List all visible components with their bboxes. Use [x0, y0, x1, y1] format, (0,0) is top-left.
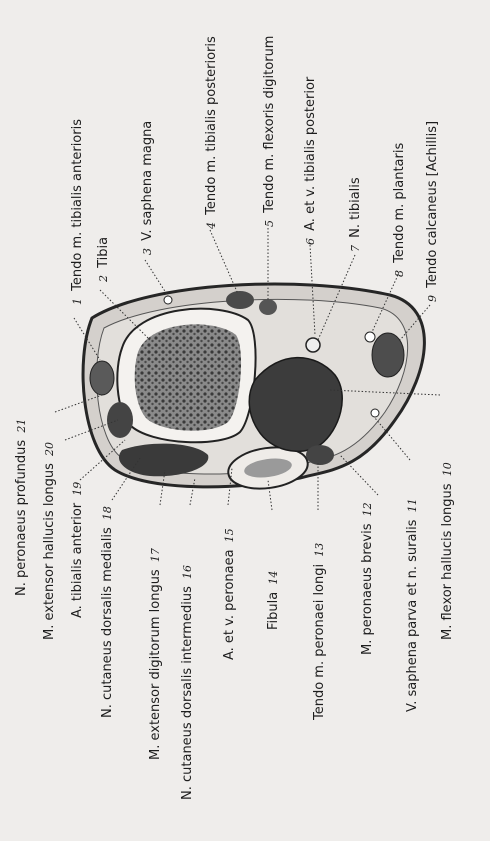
label-15-num: 15 [223, 528, 236, 542]
label-21-num: 21 [15, 419, 28, 433]
tibial-nerve [306, 338, 320, 352]
tibialis-posterior-tendon [226, 291, 254, 309]
label-13-text: Tendo m. peronaei longi [312, 564, 327, 720]
achilles-tendon [372, 333, 404, 377]
label-14-num: 14 [267, 571, 280, 585]
label-1: 1 Tendo m. tibialis anterioris [70, 119, 85, 308]
label-10-num: 10 [441, 462, 454, 476]
label-16-num: 16 [181, 565, 194, 579]
label-3-num: 3 [141, 248, 154, 255]
saphena-parva [371, 409, 379, 417]
label-4-num: 4 [205, 222, 218, 229]
flexor-digitorum-tendon [259, 299, 277, 315]
label-18-text: N. cutaneus dorsalis medialis [100, 527, 115, 718]
label-6: 6 A. et v. tibialis posterior [303, 77, 318, 248]
label-3: 3 V. saphena magna [140, 121, 155, 258]
label-1-num: 1 [71, 298, 84, 305]
label-17-text: M. extensor digitorum longus [148, 569, 163, 760]
extensor-hallucis-muscle [107, 402, 133, 438]
label-19-num: 19 [71, 482, 84, 496]
label-15: A. et v. peronaea 15 [222, 525, 237, 660]
label-14-text: Fibula [266, 592, 281, 630]
label-2-num: 2 [97, 275, 110, 282]
label-14: Fibula 14 [266, 568, 281, 630]
tibia-marrow [135, 324, 241, 430]
label-4-text: Tendo m. tibialis posterioris [204, 36, 219, 215]
label-8: 8 Tendo m. plantaris [392, 143, 407, 280]
label-12-num: 12 [361, 502, 374, 516]
label-20: M. extensor hallucis longus 20 [42, 439, 57, 640]
label-17: M. extensor digitorum longus 17 [148, 545, 163, 760]
label-17-num: 17 [149, 548, 162, 562]
label-20-num: 20 [43, 442, 56, 456]
label-7-text: N. tibialis [348, 177, 363, 238]
label-6-num: 6 [304, 238, 317, 245]
label-6-text: A. et v. tibialis posterior [303, 77, 318, 231]
label-16: N. cutaneus dorsalis intermedius 16 [180, 562, 195, 800]
label-16-text: N. cutaneus dorsalis intermedius [180, 586, 195, 800]
plantaris-tendon [365, 332, 375, 342]
label-20-text: M. extensor hallucis longus [42, 463, 57, 640]
label-8-text: Tendo m. plantaris [392, 143, 407, 263]
label-11: V. saphena parva et n. suralis 11 [405, 495, 420, 712]
label-21-text: N. peronaeus profundus [14, 440, 29, 596]
tibialis-anterior-tendon [90, 361, 114, 395]
label-18-num: 18 [101, 506, 114, 520]
label-9: 9 Tendo calcaneus [Achillis] [425, 121, 440, 305]
label-19-text: A. tibialis anterior [70, 503, 85, 618]
label-13-num: 13 [313, 543, 326, 557]
label-13: Tendo m. peronaei longi 13 [312, 540, 327, 720]
label-9-text: Tendo calcaneus [Achillis] [425, 121, 440, 288]
label-10: M. flexor hallucis longus 10 [440, 459, 455, 640]
label-21: N. peronaeus profundus 21 [14, 416, 29, 596]
label-7: 7 N. tibialis [348, 177, 363, 255]
label-10-text: M. flexor hallucis longus [440, 483, 455, 640]
flexor-muscle-mass [249, 358, 342, 452]
label-15-text: A. et v. peronaea [222, 549, 237, 660]
label-19: A. tibialis anterior 19 [70, 479, 85, 618]
label-5: 5 Tendo m. flexoris digitorum [262, 36, 277, 230]
label-1-text: Tendo m. tibialis anterioris [70, 119, 85, 291]
label-12: M. peronaeus brevis 12 [360, 499, 375, 655]
label-11-text: V. saphena parva et n. suralis [405, 520, 420, 712]
label-9-num: 9 [426, 295, 439, 302]
label-18: N. cutaneus dorsalis medialis 18 [100, 503, 115, 718]
label-3-text: V. saphena magna [140, 121, 155, 241]
label-7-num: 7 [349, 245, 362, 252]
saphena-magna [164, 296, 172, 304]
label-8-num: 8 [393, 270, 406, 277]
label-4: 4 Tendo m. tibialis posterioris [204, 36, 219, 232]
label-11-num: 11 [406, 498, 419, 512]
label-2-text: Tibia [96, 237, 111, 268]
label-5-text: Tendo m. flexoris digitorum [262, 36, 277, 213]
label-2: 2 Tibia [96, 237, 111, 285]
peroneus-tendons [306, 445, 334, 465]
label-12-text: M. peronaeus brevis [360, 524, 375, 655]
label-5-num: 5 [263, 220, 276, 227]
